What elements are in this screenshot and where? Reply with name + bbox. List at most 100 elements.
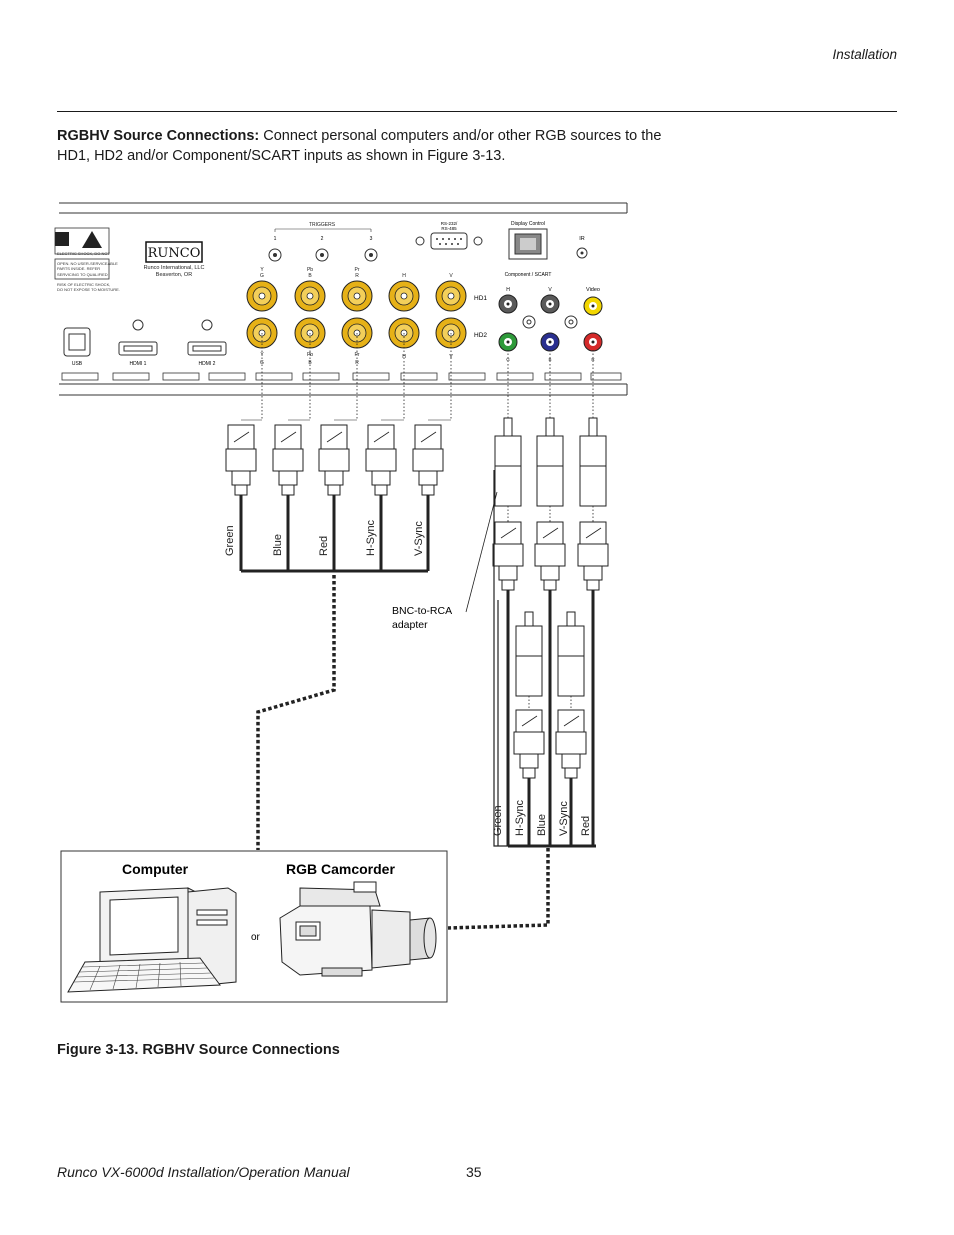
bnc-plug-boot [498, 565, 518, 581]
bnc-top-label: Y [260, 267, 264, 273]
rca-bottom-label: R [591, 357, 595, 362]
bnc-plug-body [577, 543, 609, 567]
rca-jack-blue [540, 332, 560, 352]
warning-line: DO NOT EXPOSE TO MOISTURE. [57, 287, 120, 292]
rca-bottom-label: B [548, 357, 551, 362]
rca-top-label: H [506, 287, 510, 293]
intro-paragraph: RGBHV Source Connections: Connect person… [57, 126, 677, 166]
bnc-top-label: G [260, 273, 264, 279]
figure-caption: Figure 3-13. RGBHV Source Connections [57, 1042, 340, 1058]
bnc-plug-tail [281, 484, 295, 496]
display-control-label: Display Control [511, 221, 545, 227]
bnc-jack-pin [258, 292, 266, 300]
bnc-plug-body [225, 448, 257, 472]
usb-label: USB [72, 361, 83, 367]
or-label: or [251, 932, 261, 943]
component-scart-label: Component / SCART [505, 272, 552, 278]
bnc-cable-label-vsync: V-Sync [413, 521, 425, 556]
rca-adapter-pin [545, 417, 555, 437]
cable-group [225, 333, 609, 848]
rca-jack-video [583, 296, 603, 316]
rca-adapter-pin [588, 417, 598, 437]
company-name: Runco International, LLC [144, 265, 205, 271]
bnc-plug-slot [500, 527, 517, 539]
bnc-plug-slot [585, 527, 602, 539]
bnc-top-label: H [402, 273, 406, 279]
bnc-plug-boot [278, 470, 298, 486]
header-rule [57, 111, 897, 112]
bnc-top-label: B [308, 273, 312, 279]
bnc-plug-body [365, 448, 397, 472]
bnc-plug-body [555, 731, 587, 755]
trigger-number: 1 [274, 236, 277, 242]
bnc-jack-pin [353, 292, 361, 300]
hdmi1-label: HDMI 1 [130, 361, 147, 367]
camcorder-icon [279, 881, 437, 977]
bnc-plug-slot [521, 715, 538, 727]
rca-adapter-body [494, 435, 522, 467]
computer-icon [67, 887, 237, 993]
bnc-jack-pin [306, 292, 314, 300]
bnc-plug-slot [233, 431, 250, 443]
runco-logo-text: RUNCO [148, 246, 201, 261]
rca-top-label: V [548, 287, 552, 293]
hd1-label: HD1 [474, 295, 487, 302]
rca-cable-label-blue: Blue [536, 814, 548, 836]
bnc-plug-boot [519, 753, 539, 769]
signal-path-camcorder [447, 848, 550, 930]
adapter-label-line1: BNC-to-RCA [392, 605, 452, 617]
rs485-label: RS-485 [441, 226, 457, 231]
bnc-plug-slot [563, 715, 580, 727]
trigger-number: 3 [370, 236, 373, 242]
adapter-callout-line [465, 491, 498, 613]
bnc-plug-slot [373, 431, 390, 443]
runco-logo [145, 241, 203, 263]
bnc-plug-body [412, 448, 444, 472]
bnc-plug-tail [501, 579, 515, 591]
bnc-plug-tail [327, 484, 341, 496]
bnc-top-label: Pr [355, 267, 360, 273]
bnc-plug-tail [543, 579, 557, 591]
bnc-plug-body [272, 448, 304, 472]
bnc-top-label: Pb [307, 267, 313, 273]
bnc-plug-boot [418, 470, 438, 486]
bnc-plug-slot [542, 527, 559, 539]
bnc-plug-tail [421, 484, 435, 496]
rca-bottom-label: G [506, 357, 510, 362]
rca-adapter-pin [503, 417, 513, 437]
bnc-bottom-label: R [355, 360, 359, 366]
hd2-label: HD2 [474, 332, 487, 339]
rca-jack-v [540, 294, 560, 314]
bnc-bottom-label: G [260, 360, 264, 366]
adapter-label-line2: adapter [392, 619, 428, 631]
bnc-jack-pin [400, 292, 408, 300]
intro-text: Connect personal computers and/or other … [57, 128, 662, 164]
trigger-number: 2 [321, 236, 324, 242]
rs232-port [430, 232, 468, 250]
bnc-plug-body [492, 543, 524, 567]
camcorder-label: RGB Camcorder [286, 861, 395, 877]
rca-cable-label-vsync: V-Sync [558, 801, 570, 836]
bnc-jack-pin [447, 292, 455, 300]
bnc-bottom-label: H [402, 354, 406, 360]
header-section-label: Installation [832, 47, 897, 62]
rca-jack-green [498, 332, 518, 352]
bnc-plug-boot [540, 565, 560, 581]
bnc-plug-tail [564, 767, 578, 779]
bnc-plug-boot [324, 470, 344, 486]
rca-adapter-body [515, 625, 543, 657]
rca-cable-outline [493, 470, 508, 847]
bnc-plug-tail [522, 767, 536, 779]
bnc-bottom-label: B [308, 360, 312, 366]
rear-panel: ELECTRIC SHOCK, DO NOT OPEN. NO USER-SER… [54, 202, 628, 396]
bnc-cable-label-blue: Blue [272, 534, 284, 556]
bnc-plug-tail [586, 579, 600, 591]
rca-adapter-body [557, 625, 585, 657]
warning-line: PARTS INSIDE. REFER [57, 266, 100, 271]
bnc-cable-label-hsync: H-Sync [365, 519, 377, 556]
bnc-plug-tail [374, 484, 388, 496]
rs232-label: RS-232/ [441, 221, 458, 226]
rca-adapter-base [515, 655, 543, 697]
bnc-plug-body [534, 543, 566, 567]
rca-adapter-body [579, 435, 607, 467]
